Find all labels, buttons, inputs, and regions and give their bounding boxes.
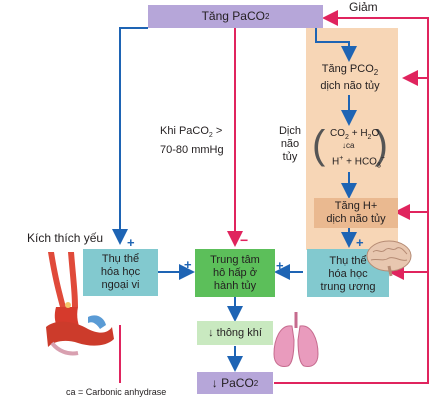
peripheral-line2: hóa học <box>100 266 141 278</box>
arrow-top-to-peripheral <box>112 27 148 245</box>
decrease-paco2-sub: 2 <box>253 378 259 388</box>
ca-arrow: ↓ <box>342 141 346 150</box>
h-ion: H <box>332 156 340 168</box>
csf-h-line2: dịch não tủy <box>326 213 386 225</box>
ventilation-arrow: ↓ <box>208 326 214 339</box>
csf-h-box: Tăng H+ dịch não tủy <box>314 198 398 228</box>
hco3: HCO <box>354 156 377 168</box>
threshold-label: Khi PaCO2 > 70-80 mmHg <box>160 124 224 157</box>
peripheral-chemoreceptor-box: Thụ thể hóa học ngoại vi <box>83 249 158 296</box>
h2o-o: O <box>371 128 380 139</box>
carotid-artery-illustration <box>46 252 114 356</box>
h2o-sub: 2 <box>367 134 372 141</box>
co2: CO <box>330 128 345 139</box>
decrease-paco2-text: PaCO <box>221 375 254 390</box>
arrow-top-to-csf <box>315 28 357 62</box>
ventilation-box: ↓ thông khí <box>197 321 273 345</box>
csf-pco2-line2: dịch não tủy <box>320 79 380 92</box>
threshold-line2: 70-80 mmHg <box>160 144 224 157</box>
csf-label-line1: Dịch não <box>278 125 301 150</box>
ca-label: ca <box>346 141 355 150</box>
central-line1: Thụ thể <box>329 255 367 267</box>
center-right-plus-sign: + <box>276 258 284 273</box>
threshold-gt: > <box>212 125 223 137</box>
center-left-plus-sign: + <box>184 257 192 272</box>
left-paren: ( <box>312 123 326 167</box>
brain-illustration <box>366 240 412 277</box>
decrease-label: Giảm <box>349 0 378 14</box>
center-minus-sign: − <box>240 232 249 248</box>
center-line3: hành tủy <box>213 279 257 292</box>
footnote: ca = Carbonic anhydrase <box>66 387 167 397</box>
csf-label: Dịch não tủy <box>270 125 310 164</box>
central-line2: hóa học <box>328 268 368 280</box>
lungs-illustration <box>273 312 319 367</box>
csf-label-line2: tủy <box>282 151 298 163</box>
hco3-sup: − <box>380 155 385 162</box>
right-paren: ) <box>374 123 388 167</box>
decrease-paco2-arrow: ↓ <box>211 375 218 390</box>
increase-paco2-text: Tăng PaCO <box>201 9 265 23</box>
arrow-feedback-decrease <box>274 10 429 384</box>
csf-pco2-line1: Tăng PCO <box>321 63 374 76</box>
plus-b: + <box>346 156 352 168</box>
threshold-sub: 2 <box>208 132 213 140</box>
ventilation-text: thông khí <box>216 326 262 339</box>
co2-sub: 2 <box>345 134 349 141</box>
peripheral-plus-sign: + <box>127 235 135 250</box>
csf-h-line1: Tăng H+ <box>334 200 378 212</box>
center-line2: hô hấp ở <box>213 266 257 279</box>
central-plus-sign: + <box>356 235 364 250</box>
peripheral-line3: ngoại vi <box>101 279 140 291</box>
plus-a: + <box>351 128 358 139</box>
weak-stimulus-label: Kích thích yếu <box>27 231 104 245</box>
h-ion-sup: + <box>339 155 344 162</box>
threshold-line1: Khi PaCO <box>160 125 209 137</box>
csf-pco2-sub: 2 <box>373 68 379 78</box>
center-line1: Trung tâm <box>210 253 260 266</box>
increase-paco2-sub: 2 <box>264 12 270 21</box>
csf-pco2-box: Tăng PCO2 dịch não tủy <box>310 62 390 94</box>
central-line3: trung ương <box>320 281 376 293</box>
h2o-h: H <box>360 128 368 139</box>
reaction-equation: ( ) CO2 + H2O ↓ca H+ + HCO3− <box>312 123 388 171</box>
peripheral-line1: Thụ thể <box>101 253 140 265</box>
hco3-sub: 3 <box>376 162 381 170</box>
respiratory-center-box: Trung tâm hô hấp ở hành tủy <box>195 249 275 297</box>
